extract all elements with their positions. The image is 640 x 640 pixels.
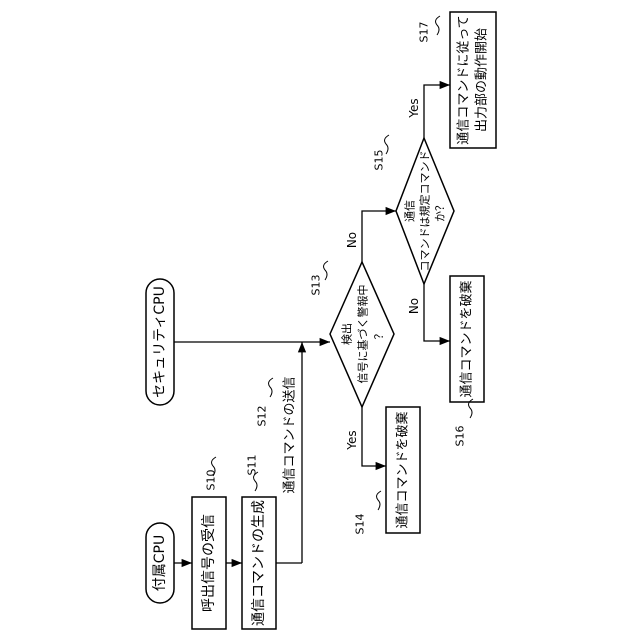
step-s14-box: 通信コマンドを破棄 bbox=[386, 407, 420, 533]
terminal-security-cpu: セキュリティCPU bbox=[146, 279, 174, 405]
branch-s13-yes: Yes bbox=[345, 430, 359, 450]
step-id-s15: S15 bbox=[373, 150, 386, 171]
step-id-s17: S17 bbox=[418, 22, 431, 43]
step-id-s13: S13 bbox=[310, 275, 323, 296]
step-s17-label-line1: 通信コマンドに従って bbox=[457, 15, 472, 144]
decision-s15-line2: コマンドは規定コマンド bbox=[418, 151, 432, 272]
decision-s13-line2: 信号に基づく警報中 bbox=[356, 285, 370, 384]
step-s16-label: 通信コマンドを破棄 bbox=[460, 280, 475, 397]
terminal-fuzoku-cpu-label: 付属CPU bbox=[152, 535, 168, 591]
decision-s15-line3: か？ bbox=[434, 200, 447, 222]
branch-s13-no: No bbox=[345, 232, 359, 248]
step-id-s12: S12 bbox=[256, 406, 269, 427]
decision-s13-line3: ？ bbox=[373, 329, 386, 340]
leader-s12 bbox=[269, 378, 273, 397]
terminal-fuzoku-cpu: 付属CPU bbox=[146, 523, 174, 603]
branch-s15-no: No bbox=[407, 298, 421, 314]
step-s11-box: 通信コマンドの生成 bbox=[242, 497, 276, 629]
step-s17-label-line2: 出力部の動作開始 bbox=[475, 28, 490, 132]
step-id-s10: S10 bbox=[205, 470, 218, 491]
arrow-s13-yes bbox=[362, 407, 386, 466]
leader-s17 bbox=[436, 16, 440, 35]
decision-s13: 検出 信号に基づく警報中 ？ bbox=[330, 262, 394, 407]
arrow-s13-no bbox=[362, 211, 396, 262]
decision-s15: 通信 コマンドは規定コマンド か？ bbox=[396, 138, 454, 284]
step-id-s14: S14 bbox=[354, 514, 367, 535]
step-ids: S10 S11 S12 S13 S14 S15 S16 S17 bbox=[205, 16, 474, 534]
arrow-s15-no bbox=[424, 284, 450, 341]
step-s16-box: 通信コマンドを破棄 bbox=[450, 276, 484, 402]
step-id-s11: S11 bbox=[246, 455, 259, 476]
leader-s13 bbox=[324, 261, 328, 280]
leader-s14 bbox=[377, 491, 381, 510]
branch-s15-yes: Yes bbox=[407, 98, 421, 118]
step-s14-label: 通信コマンドを破棄 bbox=[396, 411, 411, 528]
decision-s13-line1: 検出 bbox=[340, 323, 354, 345]
message-s12-label: 通信コマンドの送信 bbox=[283, 376, 298, 493]
terminal-security-cpu-label: セキュリティCPU bbox=[152, 286, 168, 398]
arrow-s15-yes bbox=[424, 85, 450, 138]
decision-s15-line1: 通信 bbox=[404, 200, 417, 222]
step-s10-label: 呼出信号の受信 bbox=[201, 514, 217, 612]
step-id-s16: S16 bbox=[454, 426, 467, 447]
step-s11-label: 通信コマンドの生成 bbox=[251, 500, 267, 626]
step-s10-box: 呼出信号の受信 bbox=[192, 497, 226, 629]
step-s17-box: 通信コマンドに従って 出力部の動作開始 bbox=[450, 12, 496, 148]
